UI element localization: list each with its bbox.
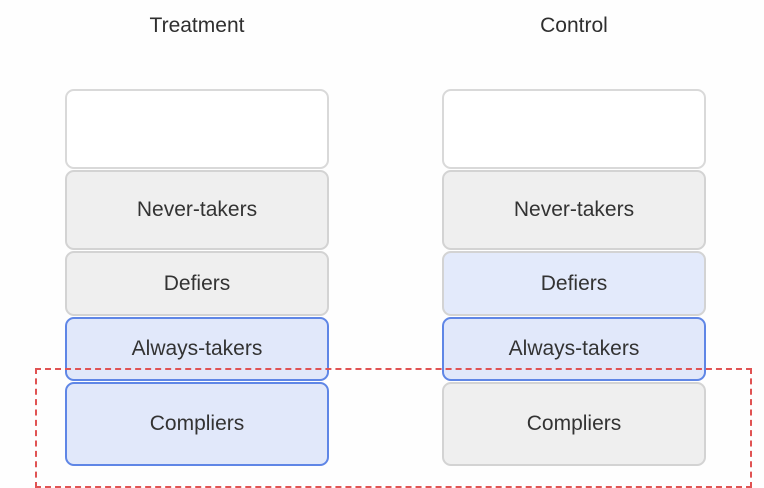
treatment-compliers-cell: Compliers bbox=[65, 382, 329, 466]
treatment-empty-cell bbox=[65, 89, 329, 169]
control-always-takers-cell: Always-takers bbox=[442, 317, 706, 381]
control-empty-cell bbox=[442, 89, 706, 169]
treatment-column-title: Treatment bbox=[149, 14, 245, 37]
treatment-never-takers-cell: Never-takers bbox=[65, 170, 329, 250]
control-never-takers-cell: Never-takers bbox=[442, 170, 706, 250]
control-column-title: Control bbox=[540, 14, 608, 37]
control-compliers-cell: Compliers bbox=[442, 382, 706, 466]
treatment-always-takers-cell: Always-takers bbox=[65, 317, 329, 381]
treatment-defiers-cell: Defiers bbox=[65, 251, 329, 316]
control-defiers-cell: Defiers bbox=[442, 251, 706, 316]
